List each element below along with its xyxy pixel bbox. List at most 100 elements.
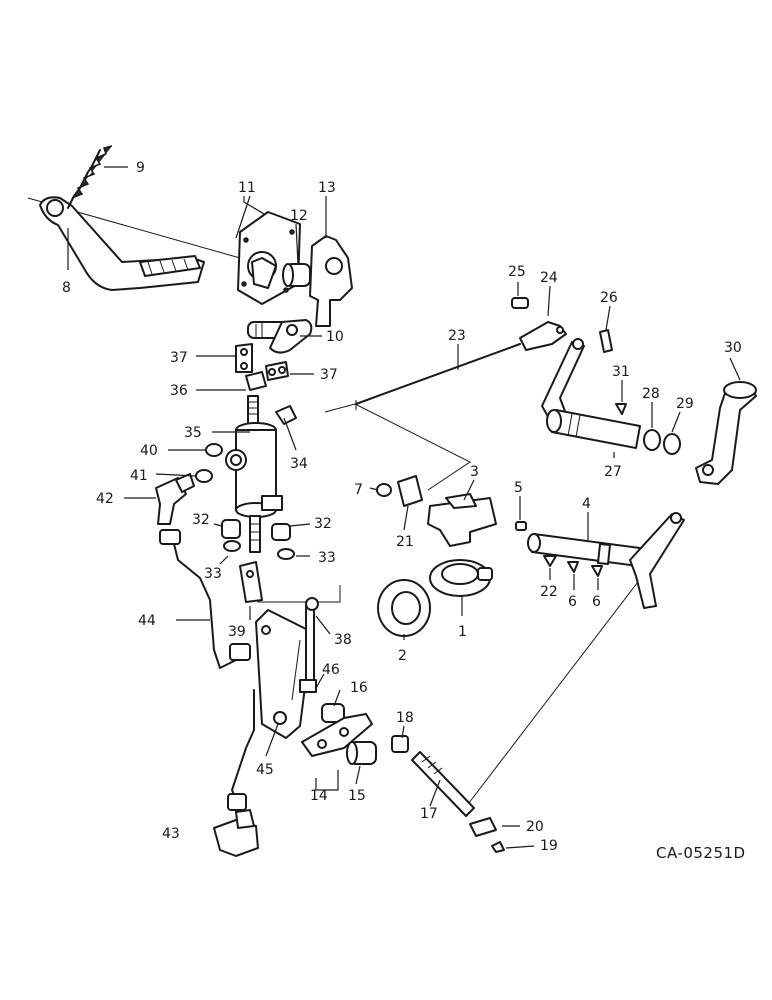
callout-34: 34	[290, 456, 308, 472]
pedal-housing	[237, 211, 301, 305]
adjusting-rod	[299, 597, 319, 693]
elbow-fitting-42	[155, 473, 195, 525]
bushing-46	[321, 703, 345, 723]
callout-17: 17	[420, 806, 438, 822]
bushing	[282, 263, 311, 287]
callout-16: 16	[350, 680, 368, 696]
callout-31: 31	[612, 364, 630, 380]
bushing-15	[346, 741, 377, 765]
callout-5: 5	[514, 480, 523, 496]
o-ring-41	[195, 469, 213, 483]
link-plates	[235, 343, 289, 381]
callout-14: 14	[310, 788, 328, 804]
key-5	[515, 521, 527, 531]
callout-9: 9	[136, 160, 145, 176]
grease-fitting	[245, 371, 267, 391]
release-bracket	[255, 609, 313, 739]
woodruff-keys	[543, 555, 603, 577]
clip-19	[491, 841, 505, 853]
yoke-30	[695, 381, 757, 485]
fitting-20	[469, 817, 497, 837]
callout-40: 40	[140, 443, 158, 459]
plug-34	[275, 405, 297, 425]
callout-6b: 6	[592, 594, 601, 610]
bushing-21	[397, 475, 423, 507]
callout-38: 38	[334, 632, 352, 648]
washer-7	[376, 483, 392, 497]
callout-46: 46	[322, 662, 340, 678]
callout-21: 21	[396, 534, 414, 550]
callout-32a: 32	[192, 512, 210, 528]
control-rod	[355, 343, 521, 410]
callout-36: 36	[170, 383, 188, 399]
mounting-bracket	[309, 235, 353, 327]
callout-37b: 37	[320, 367, 338, 383]
callout-44: 44	[138, 613, 156, 629]
callout-43: 43	[162, 826, 180, 842]
key-31	[615, 403, 627, 415]
washer-33-left	[223, 540, 241, 552]
drawing-reference-code: CA-05251D	[656, 844, 746, 862]
upper-shaft	[546, 409, 641, 449]
release-bearing	[429, 559, 493, 597]
washer-33-right	[277, 548, 295, 560]
nut-18	[391, 735, 409, 753]
callout-41: 41	[130, 468, 148, 484]
callout-2: 2	[398, 648, 407, 664]
washer-29	[663, 433, 681, 455]
return-tube	[227, 689, 255, 811]
callout-32b: 32	[314, 516, 332, 532]
callout-15: 15	[348, 788, 366, 804]
nut-32-right	[271, 523, 291, 541]
pressure-tube	[159, 529, 251, 669]
callout-23: 23	[448, 328, 466, 344]
return-spring	[67, 145, 113, 209]
lever-plate-14	[301, 713, 373, 757]
callout-39: 39	[228, 624, 246, 640]
callout-33b: 33	[318, 550, 336, 566]
nut-32-left	[221, 519, 241, 539]
washer-28	[643, 429, 661, 451]
callout-4: 4	[582, 496, 591, 512]
callout-6a: 6	[568, 594, 577, 610]
leader-lines	[67, 166, 741, 849]
callout-26: 26	[600, 290, 618, 306]
callout-12: 12	[290, 208, 308, 224]
rod-clevis	[519, 321, 567, 351]
callout-28: 28	[642, 386, 660, 402]
cross-shaft	[527, 533, 641, 567]
o-ring-40	[205, 443, 223, 457]
callout-11: 11	[238, 180, 256, 196]
upper-lever	[541, 338, 585, 421]
clevis	[239, 561, 263, 603]
cotter-pin-26	[599, 329, 613, 353]
callout-10: 10	[326, 329, 344, 345]
callout-29: 29	[676, 396, 694, 412]
callout-1: 1	[458, 624, 467, 640]
callout-labels: 1 2 3 4 5 6 6 7 8 9 10 11 12 13 14 15 16…	[62, 160, 742, 854]
seal-ring	[377, 579, 431, 637]
callout-7: 7	[354, 482, 363, 498]
elbow-fitting-43	[213, 809, 259, 857]
callout-8: 8	[62, 280, 71, 296]
shaft-lever-arm	[629, 512, 685, 609]
callout-45: 45	[256, 762, 274, 778]
hydraulic-cylinder	[225, 395, 283, 553]
callout-42: 42	[96, 491, 114, 507]
callout-20: 20	[526, 819, 544, 835]
pin-25	[511, 297, 529, 309]
callout-13: 13	[318, 180, 336, 196]
callout-24: 24	[540, 270, 558, 286]
clutch-pedal	[39, 196, 205, 291]
callout-25: 25	[508, 264, 526, 280]
callout-27: 27	[604, 464, 622, 480]
callout-33a: 33	[204, 566, 222, 582]
shaft-lever	[247, 319, 313, 354]
callout-35: 35	[184, 425, 202, 441]
fork-rod	[411, 751, 475, 817]
release-fork	[427, 493, 497, 547]
callout-30: 30	[724, 340, 742, 356]
callout-19: 19	[540, 838, 558, 854]
callout-18: 18	[396, 710, 414, 726]
